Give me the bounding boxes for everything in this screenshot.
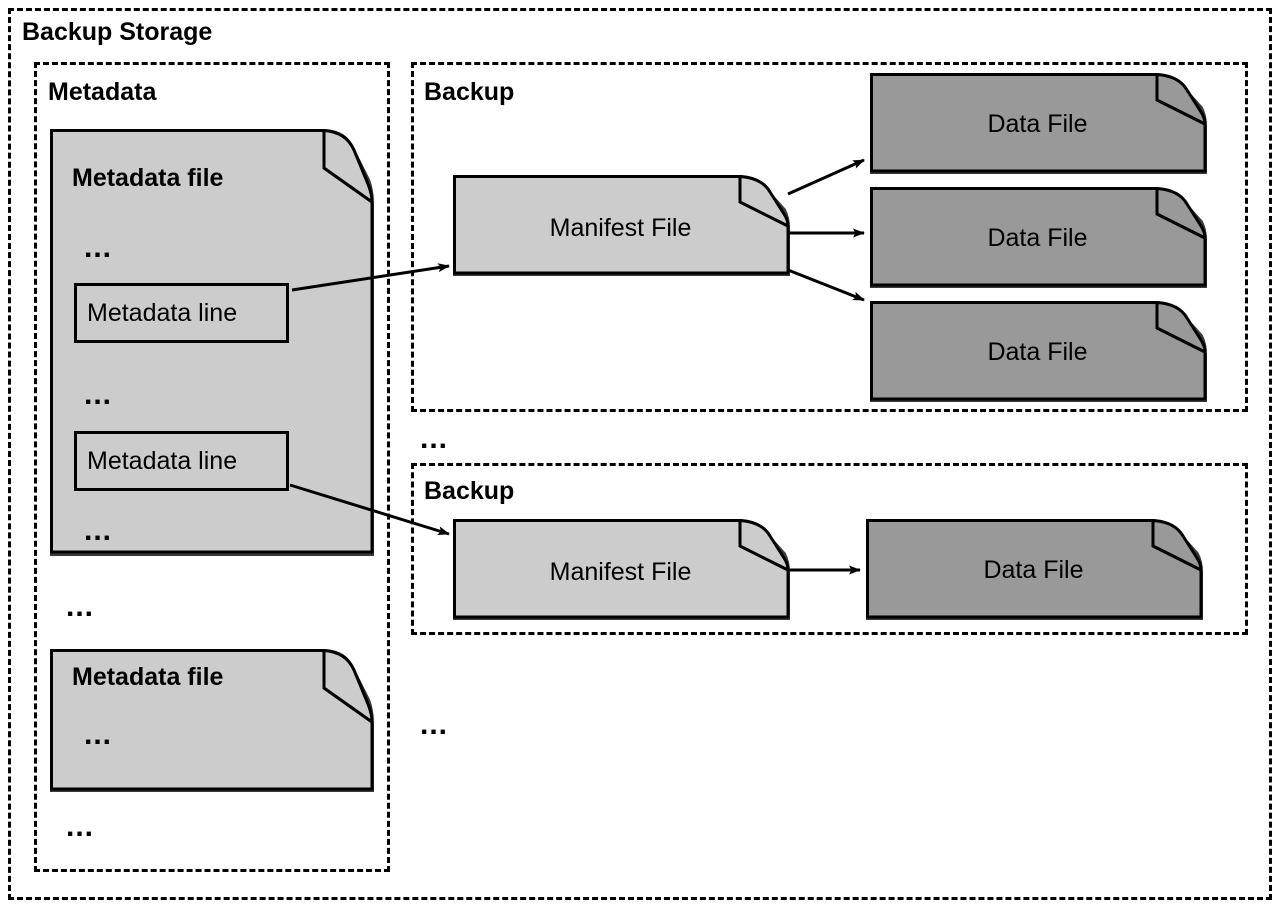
metadata-line-1-label: Metadata line: [87, 298, 238, 327]
group-backup-2: [411, 463, 1248, 635]
metadata-file-1-ellipsis-top: ...: [84, 231, 113, 264]
data-file-4-label: Data File: [983, 556, 1084, 584]
manifest-file-2-shape: [453, 518, 790, 620]
data-file-4: Data File: [866, 518, 1203, 620]
metadata-file-1-ellipsis-bottom: ...: [84, 514, 113, 547]
group-backup-storage: [8, 8, 1272, 900]
data-file-3: Data File: [870, 300, 1207, 402]
ellipsis-between-backups: ...: [420, 422, 449, 455]
metadata-line-2-label: Metadata line: [87, 446, 238, 475]
group-backup-1-title: Backup: [424, 78, 515, 106]
ellipsis-below-backups: ...: [420, 708, 449, 741]
metadata-file-2: Metadata file ...: [50, 648, 374, 792]
manifest-file-1: Manifest File: [453, 174, 790, 276]
manifest-file-2: Manifest File: [453, 518, 790, 620]
data-file-2: Data File: [870, 186, 1207, 288]
data-file-1: Data File: [870, 72, 1207, 174]
manifest-file-1-label: Manifest File: [549, 214, 692, 242]
manifest-file-2-label: Manifest File: [549, 558, 692, 586]
group-backup-1: [411, 62, 1248, 412]
metadata-file-2-ellipsis-top: ...: [84, 718, 113, 751]
group-backup-storage-title: Backup Storage: [22, 18, 213, 46]
data-file-1-shape: [870, 72, 1207, 174]
metadata-line-1[interactable]: Metadata line: [74, 283, 289, 343]
data-file-2-label: Data File: [987, 224, 1088, 252]
metadata-file-1-title: Metadata file: [72, 164, 224, 192]
data-file-2-shape: [870, 186, 1207, 288]
metadata-file-1-ellipsis-mid: ...: [84, 378, 113, 411]
data-file-3-shape: [870, 300, 1207, 402]
group-backup-2-title: Backup: [424, 477, 515, 505]
group-metadata: [34, 62, 390, 872]
data-file-1-label: Data File: [987, 110, 1088, 138]
manifest-file-1-shape: [453, 174, 790, 276]
metadata-file-2-shape: [50, 648, 374, 792]
data-file-4-shape: [866, 518, 1203, 620]
metadata-file-1: Metadata file ... Metadata line ... Meta…: [50, 128, 374, 556]
ellipsis-metadata-bottom: ...: [66, 810, 95, 843]
group-metadata-title: Metadata: [48, 78, 157, 106]
metadata-line-2[interactable]: Metadata line: [74, 431, 289, 491]
metadata-file-2-title: Metadata file: [72, 663, 224, 691]
ellipsis-metadata-between-files: ...: [66, 590, 95, 623]
data-file-3-label: Data File: [987, 338, 1088, 366]
